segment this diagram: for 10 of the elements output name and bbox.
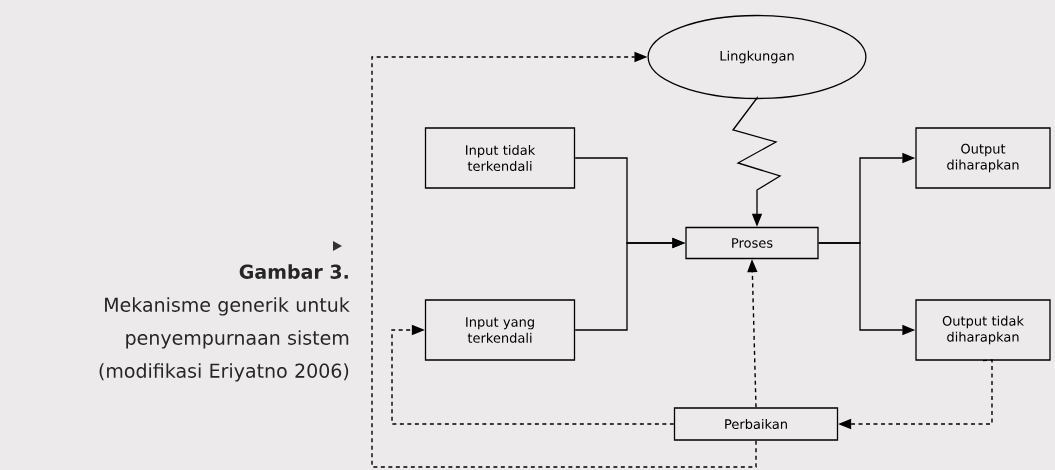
process-box: Output tidak diharapkan (915, 299, 1051, 361)
process-box: Perbaikan (673, 407, 839, 441)
arrow (371, 51, 757, 468)
figure-caption: Mekanisme generik untuk penyempurnaan sistem (modifikasi Eriyatno 2006) (99, 297, 350, 382)
process-box: Output diharapkan (915, 127, 1051, 189)
process-box: Proses (685, 226, 819, 260)
process-box: Input tidak terkendali (424, 127, 576, 189)
process-box: Input yang terkendali (424, 299, 576, 361)
arrow (391, 324, 675, 425)
figure-title: Gambar 3. (239, 264, 348, 279)
